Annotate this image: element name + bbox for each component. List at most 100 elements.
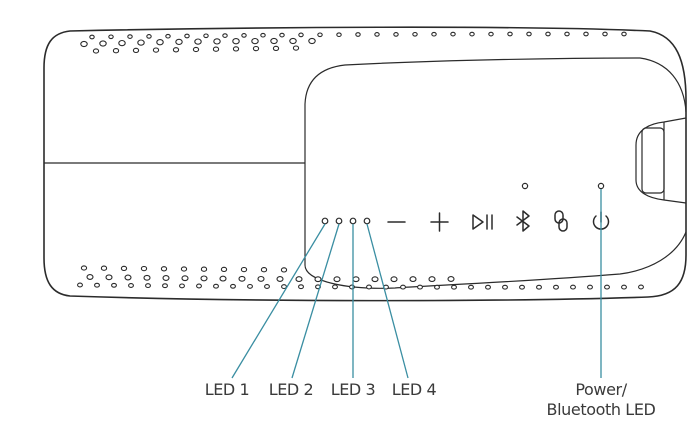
- grille-dot: [317, 32, 323, 38]
- grille-dot: [638, 284, 644, 290]
- grille-dot: [213, 38, 221, 45]
- grille-dot: [247, 283, 253, 289]
- grille-bottom: [77, 265, 644, 290]
- grille-dot: [621, 31, 627, 37]
- grille-dot: [276, 276, 284, 282]
- grille-dot: [332, 284, 338, 290]
- grille-dot: [145, 283, 151, 289]
- grille-dot: [393, 32, 399, 37]
- grille-dot: [238, 275, 246, 282]
- grille-dot: [146, 34, 152, 39]
- led-1: [321, 217, 329, 225]
- grille-dot: [270, 37, 278, 45]
- grille-dot: [587, 284, 593, 290]
- grille-dot: [118, 39, 126, 47]
- speaker-body: [43, 26, 687, 302]
- sensor-hole: [521, 182, 529, 190]
- grille-dot: [526, 31, 532, 37]
- grille-dot: [602, 31, 608, 37]
- grille-dot: [447, 276, 455, 282]
- grille-dot: [220, 266, 228, 273]
- grille-dot: [232, 46, 240, 52]
- grille-dot: [281, 284, 287, 290]
- grille-dot: [553, 284, 559, 290]
- grille-dot: [417, 284, 423, 290]
- grille-dot: [536, 284, 542, 290]
- grille-dot: [160, 266, 168, 272]
- grille-dot: [192, 46, 200, 53]
- control-panel: [304, 57, 687, 289]
- grille-dot: [260, 32, 266, 38]
- grille-dot: [162, 275, 170, 281]
- grille-dot: [390, 276, 398, 283]
- grille-dot: [137, 39, 145, 46]
- label-led-2: LED 2: [268, 380, 314, 399]
- grille-dot: [143, 274, 151, 281]
- grille-dot: [213, 283, 219, 289]
- grille-dot: [232, 38, 240, 45]
- grille-dot: [179, 283, 185, 289]
- grille-dot: [260, 267, 268, 273]
- grille-dot: [295, 276, 303, 283]
- grille-dot: [212, 46, 220, 52]
- strap-slot: [641, 127, 665, 194]
- grille-dot: [162, 283, 168, 289]
- grille-dot: [165, 33, 171, 39]
- grille-dot: [336, 32, 342, 38]
- grille-dot: [181, 275, 189, 282]
- grille-dot: [257, 275, 265, 282]
- grille-dot: [112, 48, 120, 54]
- grille-dot: [86, 274, 94, 280]
- grille-dot: [604, 284, 610, 290]
- grille-dot: [184, 33, 190, 39]
- grille-dot: [80, 265, 88, 271]
- label-led-3: LED 3: [330, 380, 376, 399]
- grille-dot: [469, 31, 475, 37]
- grille-dot: [519, 284, 525, 290]
- grille-top: [80, 31, 627, 54]
- grille-dot: [94, 282, 100, 288]
- grille-dot: [152, 47, 160, 53]
- grille-dot: [172, 47, 180, 53]
- grille-dot: [485, 284, 491, 290]
- leader-led-1: [231, 223, 326, 379]
- leader-led-2: [291, 223, 340, 379]
- grille-dot: [105, 274, 113, 281]
- grille-dot: [289, 37, 297, 45]
- grille-dot: [100, 265, 108, 271]
- grille-dot: [502, 284, 508, 290]
- grille-dot: [431, 31, 437, 37]
- grille-dot: [80, 40, 88, 48]
- grille-dot: [251, 37, 259, 45]
- plus-icon[interactable]: [430, 212, 449, 232]
- label-power-line1: Power/: [575, 380, 627, 399]
- grille-dot: [200, 266, 208, 272]
- label-led-4: LED 4: [391, 380, 437, 399]
- grille-dot: [99, 40, 107, 47]
- grille-dot: [450, 31, 456, 37]
- grille-dot: [545, 31, 551, 37]
- grille-dot: [428, 276, 436, 283]
- grille-dot: [468, 284, 474, 290]
- grille-dot: [127, 34, 133, 39]
- grille-dot: [252, 45, 260, 52]
- grille-dot: [564, 31, 570, 37]
- grille-dot: [279, 32, 285, 38]
- grille-dot: [333, 276, 341, 283]
- led-3: [349, 217, 357, 225]
- grille-dot: [400, 284, 406, 290]
- play-pause-icon[interactable]: [472, 214, 493, 230]
- grille-dot: [412, 31, 418, 37]
- grille-dot: [308, 37, 316, 45]
- grille-dot: [355, 32, 361, 37]
- strap-handle: [635, 117, 687, 204]
- label-led-1: LED 1: [204, 380, 250, 399]
- grille-dot: [222, 33, 228, 38]
- link-icon[interactable]: [554, 210, 568, 232]
- grille-dot: [132, 47, 140, 54]
- grille-dot: [108, 34, 114, 40]
- bluetooth-icon[interactable]: [516, 210, 530, 232]
- grille-dot: [92, 48, 100, 54]
- grille-dot: [451, 284, 457, 290]
